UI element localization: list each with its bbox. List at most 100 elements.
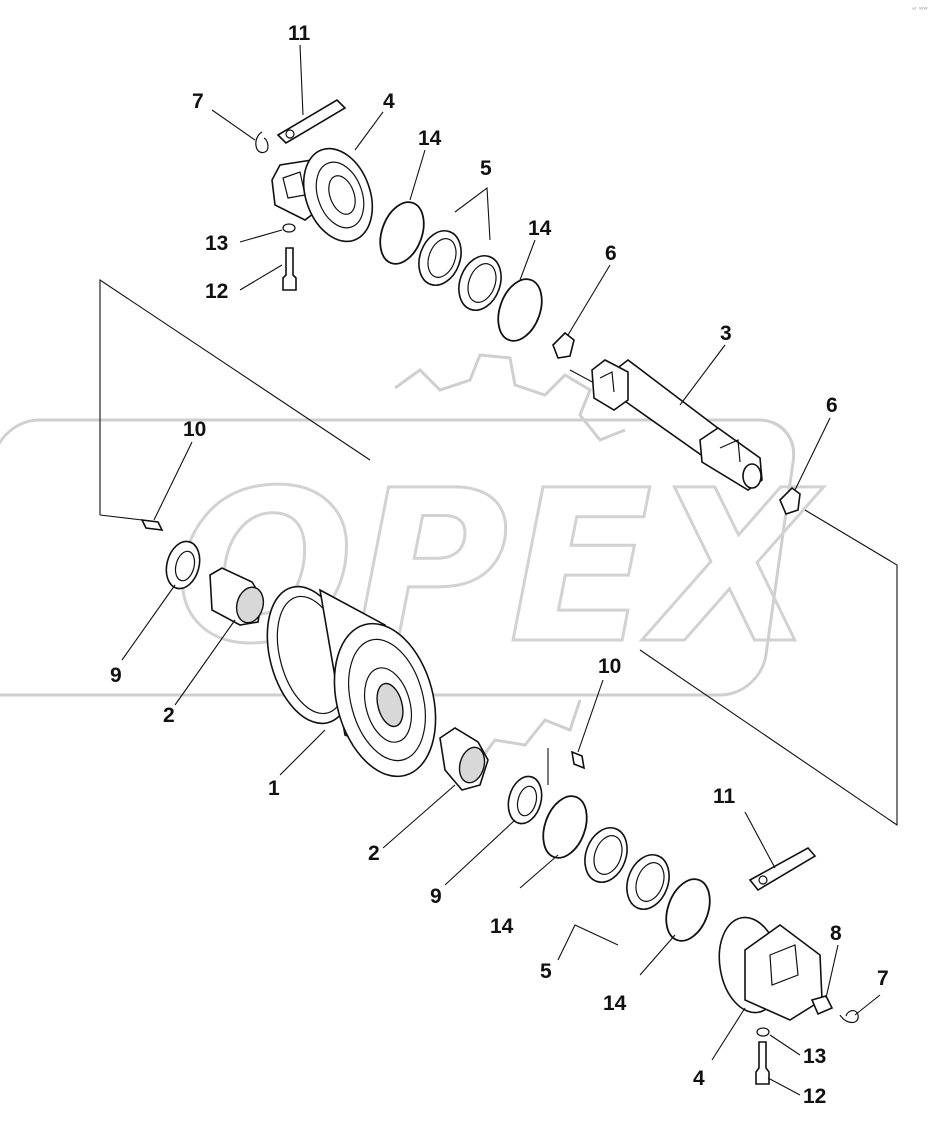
leader-3: [679, 344, 726, 406]
lower-collar-assembly: [718, 846, 859, 1085]
leader-5b: [557, 924, 619, 961]
shaft-end-left: [591, 359, 629, 411]
callout-14-lower-a: 14: [490, 915, 514, 938]
frame-left: [99, 278, 371, 515]
lower-snap-ring: [839, 1010, 859, 1024]
callout-5-lower: 5: [540, 960, 552, 983]
lower-washer: [756, 1027, 770, 1037]
upper-floating-seal-a-inner: [427, 238, 457, 278]
callout-5-upper: 5: [480, 157, 492, 180]
callout-12-lower: 12: [803, 1085, 826, 1108]
callout-4-lower: 4: [693, 1067, 705, 1090]
lower-floating-seal-a-inner: [593, 835, 623, 875]
upper-washer: [282, 223, 296, 233]
callout-7-upper: 7: [192, 90, 204, 113]
callout-7-lower: 7: [877, 967, 889, 990]
leader-8: [825, 944, 839, 999]
callout-8: 8: [830, 922, 842, 945]
leader-lines: [121, 44, 881, 1096]
callout-13-lower: 13: [803, 1045, 826, 1068]
shaft-slot-left: [599, 371, 615, 393]
shaft-end-face: [742, 463, 762, 489]
leader-10b: [577, 679, 604, 753]
assembly-frame: [99, 278, 898, 827]
leader-10a: [153, 441, 193, 521]
lower-bolt: [755, 1041, 770, 1085]
leader-12a: [239, 264, 283, 291]
leader-13a: [239, 229, 283, 243]
leader-9a: [121, 584, 176, 661]
callout-9-right: 9: [430, 885, 442, 908]
upper-o-ring-inner: [497, 278, 543, 342]
lower-o-ring-outer: [542, 795, 588, 859]
leader-9b: [444, 819, 516, 886]
shaft-slot-right: [719, 439, 741, 463]
callout-14-upper-a: 14: [418, 127, 442, 150]
callout-14-upper-b: 14: [528, 217, 552, 240]
roller-bore: [376, 682, 404, 728]
leader-1: [279, 729, 326, 776]
leader-11a: [299, 44, 304, 116]
callout-11-lower: 11: [713, 785, 736, 808]
lower-o-ring-inner: [665, 878, 711, 942]
lower-floating-seal-b-inner: [635, 862, 665, 902]
shaft-assembly: [591, 358, 801, 515]
lower-lock-plate: [748, 846, 817, 892]
right-pin: [570, 750, 586, 770]
right-bushing-face: [458, 746, 486, 784]
lower-seal-set: [542, 795, 711, 942]
right-thrust-ring: [507, 775, 543, 825]
upper-plug: [552, 331, 575, 359]
leader-5a: [454, 186, 491, 241]
watermark-gear-outline: [394, 353, 626, 442]
leader-14a: [409, 149, 426, 201]
leader-12b: [767, 1077, 801, 1096]
roller-bore-outer: [363, 667, 413, 743]
leader-4b: [711, 1007, 746, 1061]
upper-o-ring-outer: [379, 201, 425, 265]
upper-snap-ring: [255, 131, 269, 154]
left-thrust-ring-inner: [174, 550, 196, 582]
callout-14-lower-b: 14: [603, 992, 627, 1015]
track-roller: [266, 585, 437, 778]
callout-11-upper: 11: [288, 22, 311, 45]
leader-13b: [769, 1034, 801, 1056]
upper-collar-flange-core: [328, 175, 356, 215]
roller-flange-right-inner: [348, 638, 426, 762]
leader-14b: [519, 239, 536, 281]
leader-2a: [174, 619, 236, 706]
leader-11b: [744, 811, 776, 869]
right-thrust-ring-inner: [516, 785, 538, 817]
callout-10-right: 10: [598, 655, 621, 678]
upper-seal-set: [379, 201, 575, 359]
callout-1: 1: [268, 777, 280, 800]
lower-floating-seal-a: [584, 827, 628, 883]
leader-2b: [382, 784, 456, 849]
right-bearing-set: [439, 727, 586, 825]
callout-12-upper: 12: [205, 280, 228, 303]
lower-lock-plate-hole: [758, 875, 768, 885]
leader-4a: [354, 111, 384, 151]
lower-collar-slot: [769, 944, 799, 986]
leader-6b: [794, 417, 831, 491]
leader-7b: [854, 994, 881, 1016]
upper-lock-plate: [276, 98, 347, 145]
frame-right: [639, 509, 898, 827]
callout-3: 3: [720, 322, 732, 345]
upper-collar-flange-inner: [315, 161, 365, 229]
upper-floating-seal-b-inner: [467, 263, 497, 303]
callout-6-lower: 6: [826, 394, 838, 417]
corner-mark: ᵃᵗ ᵂᵂ: [912, 6, 928, 14]
left-bushing-face: [235, 586, 265, 624]
callout-10-left: 10: [183, 418, 206, 441]
upper-collar-slot: [282, 171, 306, 199]
upper-collar-flange: [302, 147, 374, 243]
left-bearing-set: [140, 519, 265, 626]
lower-plug: [779, 486, 801, 515]
upper-bolt: [282, 247, 297, 291]
callout-2-left: 2: [163, 704, 175, 727]
leader-14c: [519, 854, 559, 889]
callout-4-upper: 4: [383, 90, 395, 113]
